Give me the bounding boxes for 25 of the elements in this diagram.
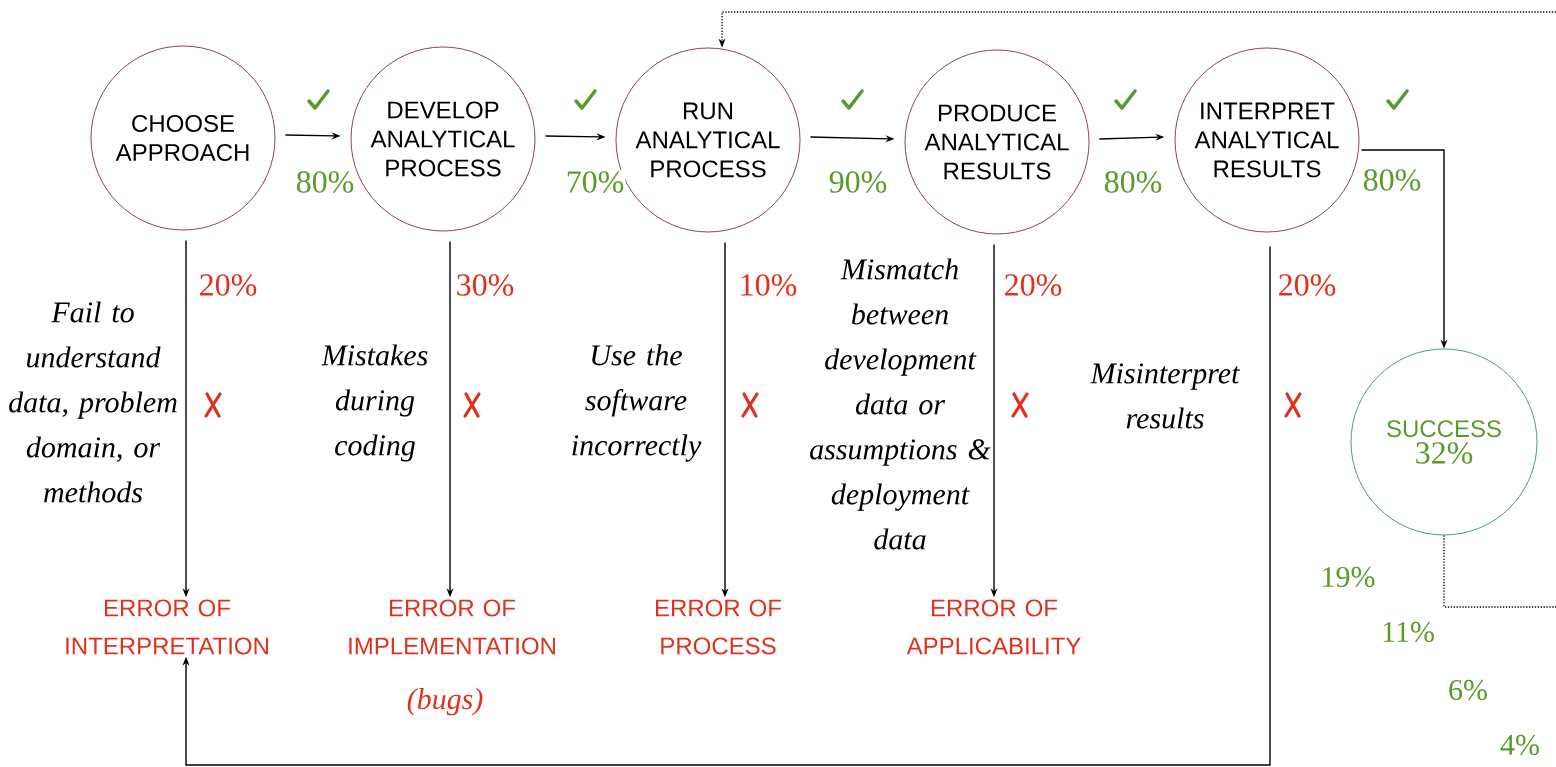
- description-text: Fail to understand data, problem domain, or methods: [9, 301, 177, 503]
- error-label: ERROR OF INTERPRETATION: [66, 599, 268, 655]
- edge-label: 20%: [1002, 273, 1064, 297]
- edge-label: 90%: [827, 170, 889, 194]
- percent-label: 4%: [1500, 734, 1539, 756]
- edge-label: 30%: [454, 273, 516, 297]
- edge-label: 70%: [564, 170, 626, 194]
- arrow: [182, 245, 1271, 766]
- percent-label: 19%: [1323, 566, 1375, 588]
- edge-label: 10%: [737, 273, 799, 297]
- description-text: Misinterpret results: [1090, 363, 1241, 429]
- edge-label: 20%: [1276, 273, 1338, 297]
- description-text: Use the software incorrectly: [572, 344, 702, 462]
- error-label: ERROR OF APPLICABILITY: [906, 599, 1081, 655]
- percent-label: 6%: [1449, 679, 1487, 701]
- edge-label: 80%: [1361, 168, 1423, 192]
- edge-label: 80%: [1102, 170, 1164, 194]
- edge-label: 20%: [197, 273, 259, 297]
- description-text: Mistakes during coding: [321, 344, 428, 462]
- description-text: Mismatch between development data or assumptions & deployment data: [810, 258, 991, 550]
- error-label: ERROR OF IMPLEMENTATION: [349, 599, 555, 655]
- error-label: ERROR OF PROCESS: [656, 599, 782, 655]
- note-text: (bugs): [407, 688, 483, 716]
- percent-label: 11%: [1383, 621, 1434, 643]
- dotted-connector: [1443, 534, 1556, 608]
